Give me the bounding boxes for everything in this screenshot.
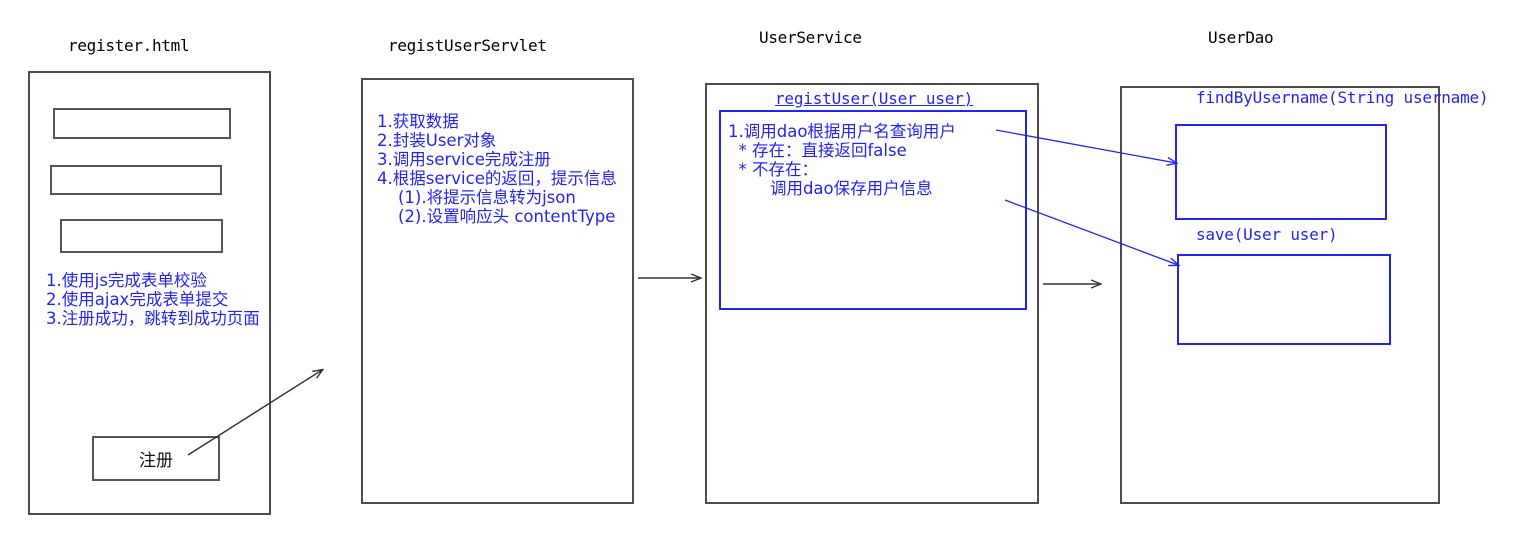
- user-dao-find-by-username-body-box: [1175, 124, 1387, 220]
- panel-register-html: [28, 71, 271, 515]
- user-service-notes: 1.调用dao根据用户名查询用户 * 存在：直接返回false * 不存在： 调…: [728, 122, 956, 198]
- user-service-method-signature: registUser(User user): [775, 89, 974, 108]
- regist-user-servlet-notes: 1.获取数据 2.封装User对象 3.调用service完成注册 4.根据se…: [377, 112, 617, 226]
- panel-regist-user-servlet: [361, 78, 634, 504]
- register-input-field-3[interactable]: [60, 219, 223, 253]
- register-input-field-2[interactable]: [50, 165, 222, 195]
- panel-title-user-dao: UserDao: [1208, 28, 1274, 47]
- register-input-field-1[interactable]: [53, 108, 231, 139]
- register-html-notes: 1.使用js完成表单校验 2.使用ajax完成表单提交 3.注册成功，跳转到成功…: [46, 271, 260, 328]
- user-dao-method-signature-save: save(User user): [1196, 225, 1338, 244]
- user-dao-method-signature-find-by-username: findByUsername(String username): [1196, 88, 1489, 107]
- register-submit-button[interactable]: 注册: [92, 436, 220, 481]
- panel-title-register-html: register.html: [68, 36, 190, 55]
- panel-user-dao: [1120, 86, 1440, 504]
- user-dao-save-body-box: [1177, 254, 1391, 345]
- panel-user-service: [705, 83, 1039, 504]
- panel-title-regist-user-servlet: registUserServlet: [388, 36, 547, 55]
- panel-title-user-service: UserService: [759, 28, 862, 47]
